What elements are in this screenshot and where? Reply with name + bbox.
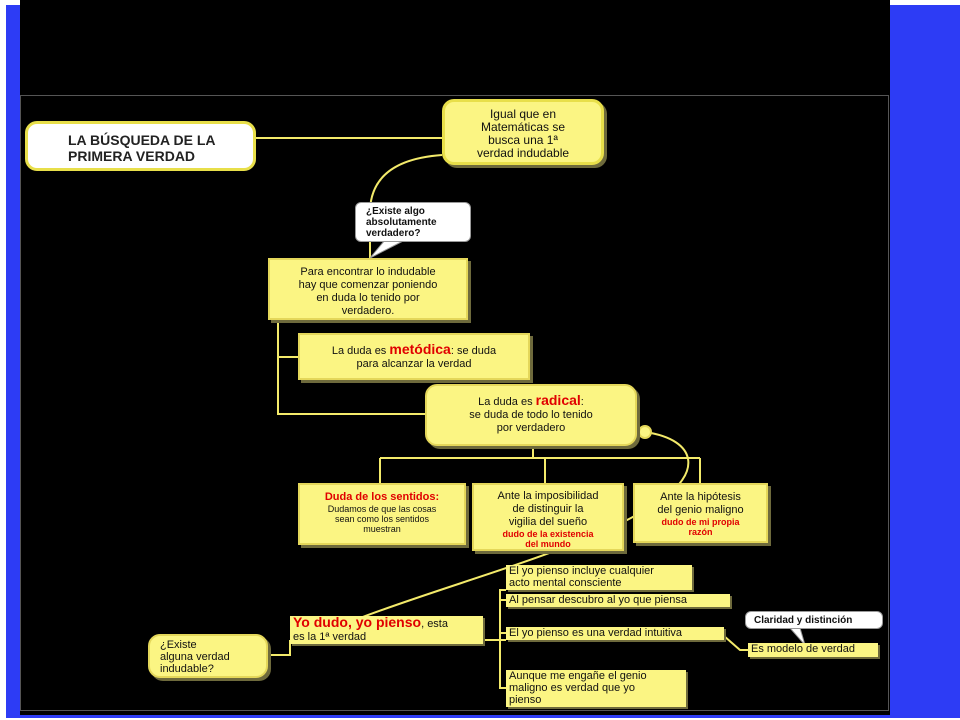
diagram-title-line1: LA BÚSQUEDA DE LA — [68, 132, 216, 148]
node-radical-line3: por verdadero — [496, 422, 566, 434]
callout-claridad-distincion: Claridad y distinción — [745, 611, 883, 629]
node-existe-alguna-verdad: ¿Existe alguna verdad indudable? — [148, 634, 268, 678]
node-sentidos-heading: Duda de los sentidos: — [324, 491, 440, 503]
node-math-line1: Igual que en — [489, 107, 557, 121]
callout-claridad-text: Claridad y distinción — [754, 615, 853, 626]
node-yo-dudo-line1: Yo dudo, yo pienso, esta — [293, 614, 483, 631]
node-radical-keyword: radical — [535, 392, 581, 408]
strip-genio-line2: maligno es verdad que yo — [509, 682, 635, 694]
node-begin-line3: en duda lo tenido por — [316, 292, 420, 304]
strip-genio-line1: Aunque me engañe el genio — [509, 670, 647, 682]
node-metodica-line2: para alcanzar la verdad — [356, 358, 472, 370]
node-math-first-truth: Igual que en Matemáticas se busca una 1ª… — [442, 99, 604, 165]
node-metodica: La duda es metódica: se duda para alcanz… — [298, 333, 530, 380]
node-radical-line1: La duda es radical: — [427, 392, 635, 409]
strip-incluye-line2: acto mental consciente — [509, 577, 622, 589]
node-math-line2: Matemáticas se — [480, 120, 566, 134]
node-radical-suffix: : — [580, 396, 584, 408]
node-genio-red2: razón — [688, 527, 713, 537]
node-existe-line2: alguna verdad — [160, 651, 230, 663]
node-radical: La duda es radical: se duda de todo lo t… — [425, 384, 637, 446]
node-metodica-line1: La duda es metódica: se duda — [300, 341, 528, 358]
concept-map-frame — [20, 95, 889, 711]
callout-exists-absolute: ¿Existe algo absolutamente verdadero? — [355, 202, 471, 242]
connector-left-spine — [277, 320, 425, 415]
connector-right-bracket — [483, 589, 506, 689]
connector-loop-yo-dudo — [359, 431, 690, 619]
strip-al-pensar: Al pensar descubro al yo que piensa — [506, 594, 730, 607]
node-metodica-suffix: : se duda — [450, 345, 497, 357]
node-genio-maligno: Ante la hipótesis del genio maligno dudo… — [633, 483, 768, 543]
diagram-title-line2: PRIMERA VERDAD — [68, 148, 196, 164]
strip-intuitiva-text: El yo pienso es una verdad intuitiva — [509, 627, 683, 639]
node-yo-dudo-line2: es la 1ª verdad — [293, 631, 367, 643]
node-radical-prefix: La duda es — [478, 396, 536, 408]
strip-modelo-de-verdad: Es modelo de verdad — [748, 643, 878, 657]
node-begin-line4: verdadero. — [341, 305, 395, 317]
node-begin-line1: Para encontrar lo indudable — [300, 266, 436, 278]
strip-verdad-intuitiva: El yo pienso es una verdad intuitiva — [506, 627, 724, 640]
node-yo-dudo-keyword: Yo dudo, yo pienso — [293, 614, 422, 630]
node-vigilia-red1: dudo de la existencia — [502, 529, 594, 539]
callout-exists-line1: ¿Existe algo — [366, 206, 425, 217]
node-existe-line3: indudable? — [160, 663, 214, 675]
node-math-line4: verdad indudable — [476, 146, 570, 160]
node-existe-line1: ¿Existe — [160, 639, 197, 651]
node-math-line3: busca una 1ª — [488, 133, 558, 147]
strip-incluye-line1: El yo pienso incluye cualquier — [509, 565, 654, 577]
node-yo-dudo-yo-pienso: Yo dudo, yo pienso, esta es la 1ª verdad — [290, 614, 483, 644]
callout-exists-line3: verdadero? — [366, 228, 421, 239]
strip-descubro-text: Al pensar descubro al yo que piensa — [509, 594, 687, 606]
node-radical-line2: se duda de todo lo tenido — [469, 409, 593, 421]
node-genio-line2: del genio maligno — [657, 504, 744, 516]
callout-exists-line2: absolutamente — [366, 217, 437, 228]
node-vigilia-line3: vigilia del sueño — [508, 516, 588, 528]
node-yo-dudo-suffix: , esta — [421, 618, 448, 630]
node-vigilia-line1: Ante la imposibilidad — [497, 490, 599, 502]
node-sentidos-line1: Dudamos de que las cosas — [327, 504, 437, 514]
strip-genio-maligno-verdad: Aunque me engañe el genio maligno es ver… — [506, 670, 686, 707]
strip-yo-pienso-incluye: El yo pienso incluye cualquier acto ment… — [506, 565, 692, 590]
diagram-title: LA BÚSQUEDA DE LA PRIMERA VERDAD — [25, 121, 256, 171]
node-begin-doubt: Para encontrar lo indudable hay que come… — [268, 258, 468, 320]
node-vigilia-line2: de distinguir la — [512, 503, 584, 515]
node-metodica-keyword: metódica — [389, 341, 451, 357]
callout-exists-tail — [369, 239, 406, 259]
connector-yo-existe — [270, 640, 291, 656]
connector-loop-knob — [638, 425, 652, 439]
node-sentidos-line2: sean como los sentidos — [334, 514, 430, 524]
node-duda-sentidos: Duda de los sentidos: Dudamos de que las… — [298, 483, 466, 545]
node-vigilia-sueno: Ante la imposibilidad de distinguir la v… — [472, 483, 624, 551]
connector-intuitiva-modelo — [723, 635, 748, 651]
node-metodica-prefix: La duda es — [331, 345, 390, 357]
node-sentidos-line3: muestran — [363, 524, 401, 534]
node-vigilia-red2: del mundo — [525, 539, 571, 549]
node-genio-line1: Ante la hipótesis — [660, 491, 741, 503]
strip-modelo-text: Es modelo de verdad — [751, 643, 855, 655]
node-begin-line2: hay que comenzar poniendo — [298, 279, 438, 291]
strip-genio-line3: pienso — [509, 694, 542, 706]
node-genio-red1: dudo de mi propia — [661, 517, 740, 527]
